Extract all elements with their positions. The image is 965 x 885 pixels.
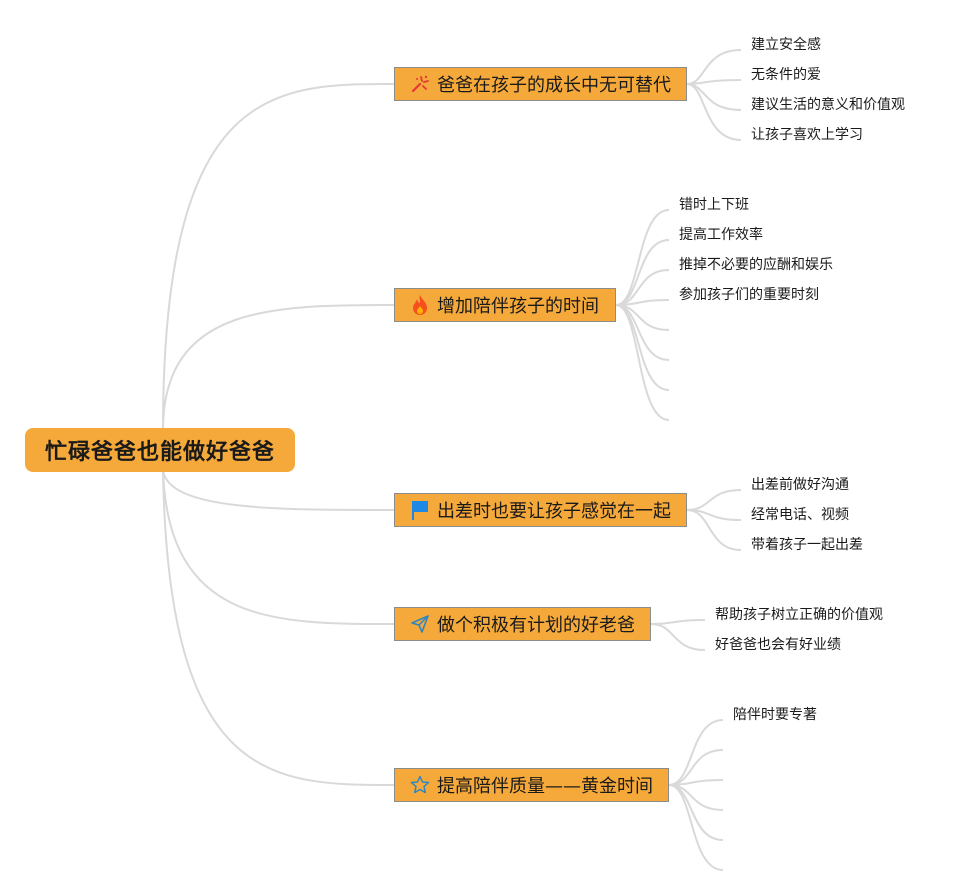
branch-subtopic-connector bbox=[686, 49, 742, 85]
branch-topic-positive-dad[interactable]: 做个积极有计划的好老爸 bbox=[394, 607, 651, 641]
subtopic-label[interactable]: 建议生活的意义和价值观 bbox=[751, 97, 905, 113]
blue-flag-icon bbox=[409, 499, 431, 521]
root-branch-connector bbox=[162, 469, 395, 625]
subtopic-label[interactable]: 经常电话、视频 bbox=[751, 507, 849, 523]
subtopic-label[interactable]: 推掉不必要的应酬和娱乐 bbox=[679, 257, 833, 273]
paper-plane-icon bbox=[409, 613, 431, 635]
branch-subtopic-connector bbox=[668, 784, 724, 871]
branch-topic-label: 出差时也要让孩子感觉在一起 bbox=[437, 501, 671, 522]
branch-topic-business-trip[interactable]: 出差时也要让孩子感觉在一起 bbox=[394, 493, 687, 527]
subtopic-label[interactable]: 陪伴时要专著 bbox=[733, 707, 817, 723]
branch-subtopic-connector bbox=[668, 784, 724, 841]
root-topic[interactable]: 忙碌爸爸也能做好爸爸 bbox=[25, 428, 295, 472]
root-branch-connector bbox=[162, 83, 395, 431]
subtopic-label[interactable]: 建立安全感 bbox=[751, 37, 821, 53]
branch-topic-quality-time[interactable]: 提高陪伴质量——黄金时间 bbox=[394, 768, 669, 802]
party-popper-icon bbox=[409, 73, 431, 95]
root-branch-connector bbox=[162, 469, 395, 786]
root-branch-connector bbox=[162, 469, 395, 511]
branch-subtopic-connector bbox=[615, 209, 670, 306]
branch-subtopic-connector bbox=[686, 83, 742, 141]
branch-topic-label: 增加陪伴孩子的时间 bbox=[437, 296, 599, 317]
subtopic-label[interactable]: 让孩子喜欢上学习 bbox=[751, 127, 863, 143]
branch-topic-label: 爸爸在孩子的成长中无可替代 bbox=[437, 75, 671, 96]
branch-subtopic-connector bbox=[650, 619, 706, 625]
branch-subtopic-connector bbox=[668, 719, 724, 786]
branch-topic-irreplaceable[interactable]: 爸爸在孩子的成长中无可替代 bbox=[394, 67, 687, 101]
branch-subtopic-connector bbox=[686, 509, 742, 551]
subtopic-label[interactable]: 参加孩子们的重要时刻 bbox=[679, 287, 819, 303]
subtopic-label[interactable]: 带着孩子一起出差 bbox=[751, 537, 863, 553]
star-outline-icon bbox=[409, 774, 431, 796]
subtopic-label[interactable]: 错时上下班 bbox=[679, 197, 749, 213]
branch-subtopic-connector bbox=[686, 489, 742, 511]
branch-subtopic-connector bbox=[615, 239, 670, 306]
branch-subtopic-connector bbox=[615, 304, 670, 361]
subtopic-label[interactable]: 无条件的爱 bbox=[751, 67, 821, 83]
root-branch-connector bbox=[162, 304, 395, 431]
subtopic-label[interactable]: 出差前做好沟通 bbox=[751, 477, 849, 493]
branch-topic-more-time[interactable]: 增加陪伴孩子的时间 bbox=[394, 288, 616, 322]
subtopic-label[interactable]: 提高工作效率 bbox=[679, 227, 763, 243]
root-topic-label: 忙碌爸爸也能做好爸爸 bbox=[44, 440, 275, 465]
subtopic-label[interactable]: 好爸爸也会有好业绩 bbox=[715, 637, 841, 653]
branch-topic-label: 提高陪伴质量——黄金时间 bbox=[437, 776, 653, 797]
branch-subtopic-connector bbox=[650, 623, 706, 651]
branch-topic-label: 做个积极有计划的好老爸 bbox=[437, 615, 635, 636]
fire-icon bbox=[409, 294, 431, 316]
subtopic-label[interactable]: 帮助孩子树立正确的价值观 bbox=[715, 607, 883, 623]
branch-subtopic-connector bbox=[615, 304, 670, 421]
